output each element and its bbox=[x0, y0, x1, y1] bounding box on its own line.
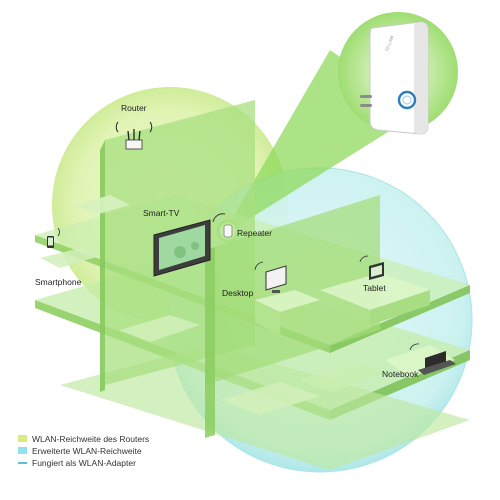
smartphone-icon bbox=[47, 227, 60, 248]
label-desktop: Desktop bbox=[222, 288, 254, 298]
label-router: Router bbox=[121, 103, 147, 113]
legend-label: Fungiert als WLAN-Adapter bbox=[32, 457, 136, 468]
label-tablet: Tablet bbox=[363, 283, 386, 293]
building bbox=[35, 100, 470, 470]
label-smartphone: Smartphone bbox=[35, 277, 82, 287]
legend-label: Erweiterte WLAN-Reichweite bbox=[32, 445, 142, 456]
repeater-device-closeup: TP-LINK bbox=[338, 12, 458, 135]
device-brand-logo: TP-LINK bbox=[384, 34, 395, 52]
legend-swatch-adapter bbox=[18, 461, 27, 464]
legend-item-adapter: Fungiert als WLAN-Adapter bbox=[18, 457, 149, 468]
legend-item-extended-range: Erweiterte WLAN-Reichweite bbox=[18, 445, 149, 456]
repeater-icon bbox=[212, 213, 239, 242]
tablet-icon bbox=[359, 255, 384, 280]
legend-swatch-router bbox=[18, 435, 27, 442]
router-icon bbox=[115, 121, 153, 150]
wps-button-icon bbox=[397, 90, 417, 110]
legend-label: WLAN-Reichweite des Routers bbox=[32, 433, 150, 444]
legend-swatch-extended bbox=[18, 447, 27, 454]
label-notebook: Notebook bbox=[382, 369, 419, 379]
legend-item-router-range: WLAN-Reichweite des Routers bbox=[18, 433, 149, 444]
smart-tv-icon bbox=[153, 219, 211, 277]
desktop-icon bbox=[254, 261, 287, 293]
legend: WLAN-Reichweite des Routers Erweiterte W… bbox=[18, 433, 149, 469]
label-smart-tv: Smart-TV bbox=[143, 208, 180, 218]
notebook-icon bbox=[409, 343, 456, 375]
label-repeater: Repeater bbox=[237, 228, 272, 238]
